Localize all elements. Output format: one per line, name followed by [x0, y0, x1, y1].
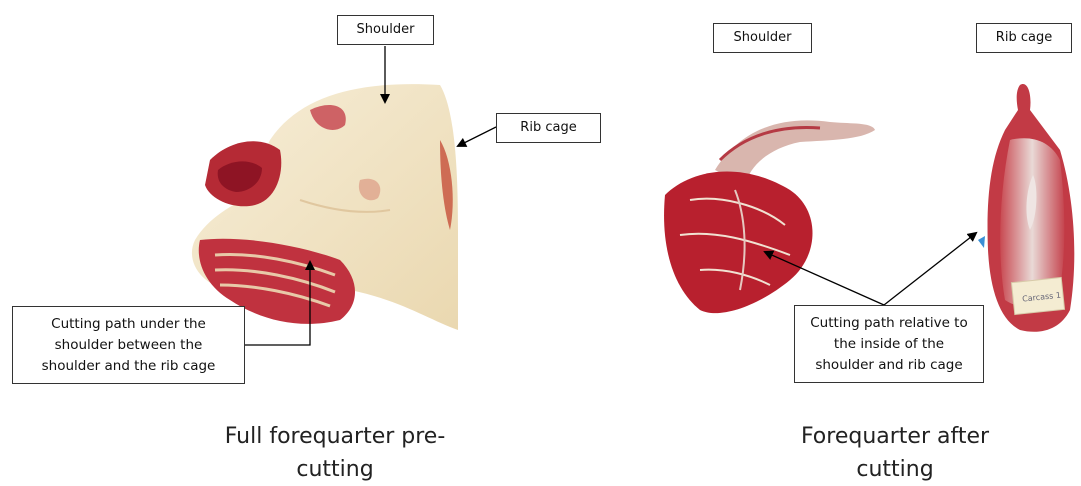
label-cutting-path-right: Cutting path relative to the inside of t…	[794, 305, 984, 383]
label-shoulder-left: Shoulder	[337, 15, 434, 45]
caption-full-forequarter: Full forequarter pre- cutting	[170, 420, 500, 486]
caption-right-line2: cutting	[745, 453, 1045, 486]
forequarter-full-image	[192, 84, 458, 330]
arrow-cutting-path-ribcage	[884, 233, 976, 305]
caption-right-line1: Forequarter after	[745, 420, 1045, 453]
caption-left-line2: cutting	[170, 453, 500, 486]
caption-after-cutting: Forequarter after cutting	[745, 420, 1045, 486]
label-shoulder-right: Shoulder	[713, 23, 812, 53]
label-ribcage-right: Rib cage	[976, 23, 1072, 53]
rib-cage-image: Carcass 1	[978, 84, 1074, 332]
shoulder-cut-image	[664, 120, 875, 313]
caption-left-line1: Full forequarter pre-	[170, 420, 500, 453]
blue-marker	[978, 236, 985, 248]
arrow-ribcage-left	[458, 127, 496, 146]
shoulder-meat	[664, 171, 812, 313]
label-cutting-path-left: Cutting path under the shoulder between …	[12, 306, 245, 384]
label-ribcage-left: Rib cage	[496, 113, 601, 143]
